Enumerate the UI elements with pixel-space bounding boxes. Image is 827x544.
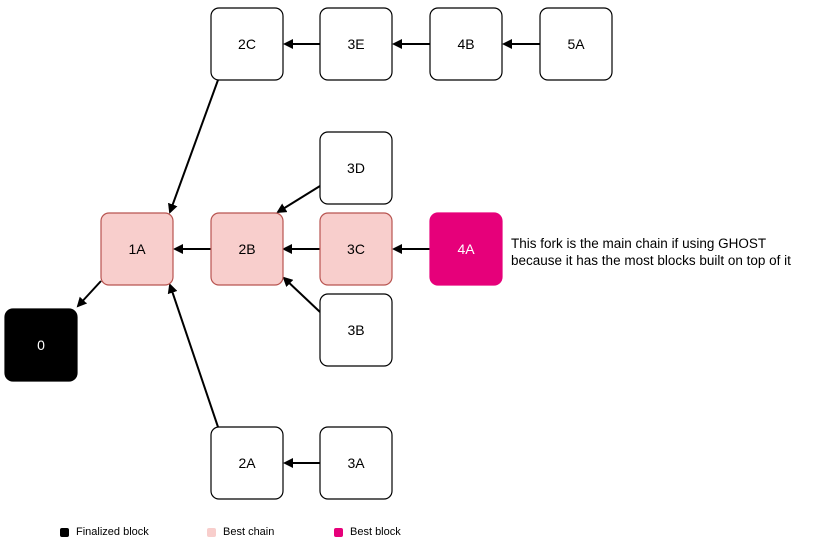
- legend-item-best-chain: Best chain: [207, 524, 274, 540]
- block-box: [539, 7, 613, 81]
- block-label: 3E: [347, 36, 364, 52]
- block-label: 3C: [347, 241, 365, 257]
- block-5a: 5A: [539, 7, 613, 81]
- annotation-line-1: This fork is the main chain if using GHO…: [511, 236, 767, 251]
- block-3d: 3D: [319, 131, 393, 205]
- block-0: 0: [4, 308, 78, 382]
- block-label: 3D: [347, 160, 365, 176]
- block-3a: 3A: [319, 426, 393, 500]
- block-label: 4A: [457, 241, 475, 257]
- block-label: 4B: [457, 36, 474, 52]
- legend-swatch-best-block: [334, 527, 343, 537]
- annotation-line-2: because it has the most blocks built on …: [511, 253, 791, 268]
- block-label: 2B: [238, 241, 255, 257]
- block-box: [429, 7, 503, 81]
- arrow-2a-to-1a: [167, 283, 219, 428]
- block-label: 2A: [238, 455, 256, 471]
- legend-label-best-block: Best block: [350, 526, 401, 538]
- ghost-annotation: This fork is the main chain if using GHO…: [511, 235, 791, 269]
- block-box: [100, 212, 174, 286]
- legend-swatch-finalized: [60, 527, 69, 537]
- block-2c: 2C: [210, 7, 284, 81]
- block-box: [319, 426, 393, 500]
- legend-label-finalized: Finalized block: [76, 526, 149, 538]
- arrow-3d-to-2b: [276, 185, 321, 214]
- block-3b: 3B: [319, 293, 393, 367]
- legend-label-best-chain: Best chain: [223, 526, 275, 538]
- block-3e: 3E: [319, 7, 393, 81]
- block-box: [4, 308, 78, 382]
- block-label: 1A: [128, 241, 146, 257]
- block-box: [210, 212, 284, 286]
- block-2a: 2A: [210, 426, 284, 500]
- block-label: 3A: [347, 455, 365, 471]
- block-box: [210, 7, 284, 81]
- block-1a: 1A: [100, 212, 174, 286]
- block-box: [429, 212, 503, 286]
- block-label: 5A: [567, 36, 585, 52]
- block-box: [319, 293, 393, 367]
- block-box: [319, 7, 393, 81]
- block-label: 3B: [347, 322, 364, 338]
- block-box: [319, 131, 393, 205]
- arrow-1a-to-0: [76, 280, 102, 308]
- blocks-layer: 0 1A 2A 2B 2C 3A 3B 3C 3D 3E 4A 4B 5A: [4, 7, 613, 500]
- block-4a: 4A: [429, 212, 503, 286]
- block-4b: 4B: [429, 7, 503, 81]
- block-3c: 3C: [319, 212, 393, 286]
- block-label: 2C: [238, 36, 256, 52]
- arrow-2c-to-1a: [168, 79, 219, 214]
- block-box: [319, 212, 393, 286]
- legend-item-finalized: Finalized block: [60, 524, 149, 540]
- block-label: 0: [37, 337, 45, 353]
- edges-layer: [76, 39, 540, 468]
- legend-swatch-best-chain: [207, 527, 216, 537]
- legend-item-best-block: Best block: [334, 524, 401, 540]
- block-2b: 2B: [210, 212, 284, 286]
- block-box: [210, 426, 284, 500]
- arrow-3b-to-2b: [282, 276, 321, 313]
